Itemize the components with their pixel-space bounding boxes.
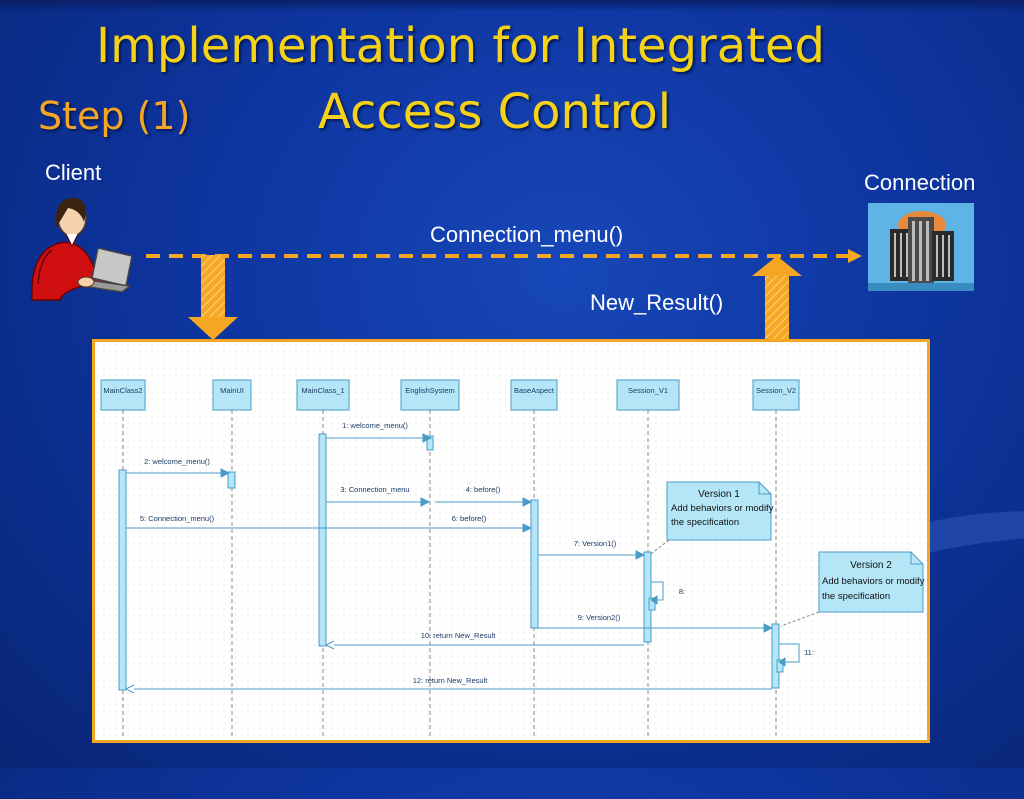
up-block-arrow — [752, 256, 802, 340]
svg-text:the specification: the specification — [671, 517, 739, 528]
server-building-icon — [868, 203, 974, 291]
client-label: Client — [45, 160, 102, 185]
message-label: 2: welcome_menu() — [144, 457, 210, 466]
message-label: 6: before() — [452, 514, 487, 523]
message-label: 3: Connection_menu — [340, 485, 409, 494]
connection-menu-call-label: Connection_menu() — [430, 222, 624, 247]
slide-arrows — [146, 249, 862, 340]
message-label: 9: Version2() — [578, 613, 621, 622]
note-version1: Version 1 Add behaviors or modify the sp… — [650, 481, 774, 555]
connection-arrowhead — [848, 249, 862, 263]
sequence-diagram-frame: MainClass2 MainUI MainClass_1 EnglishSys… — [92, 339, 930, 743]
lifeline-name: EnglishSystem — [405, 386, 455, 395]
message-label: 1: welcome_menu() — [342, 421, 408, 430]
lifeline-name: MainUI — [220, 386, 244, 395]
activation-bar — [426, 435, 434, 451]
message-label: 8: — [679, 587, 685, 596]
lifeline-name: Session_V2 — [756, 386, 796, 395]
client-person-icon — [31, 197, 133, 301]
svg-text:the specification: the specification — [822, 591, 890, 602]
lifeline-head-baseaspect — [510, 379, 558, 411]
lifeline-head-englishsystem — [400, 379, 460, 411]
message-label: 7: Version1() — [574, 539, 617, 548]
activation-bar — [227, 471, 236, 489]
message-label: 4: before() — [466, 485, 501, 494]
lifeline-name: MainClass_1 — [301, 386, 344, 395]
lifeline-head-mainclass2 — [100, 379, 146, 411]
step-label: Step (1) — [38, 94, 191, 138]
top-shadow-bar — [0, 0, 1024, 12]
note-version2: Version 2 Add behaviors or modify the sp… — [780, 551, 925, 627]
svg-text:Add behaviors or modify: Add behaviors or modify — [822, 576, 925, 587]
message-label: 10: return New_Result — [421, 631, 497, 640]
activation-bar — [118, 469, 127, 691]
message-label: 12: return New_Result — [413, 676, 489, 685]
message-label: 11: — [804, 648, 814, 657]
svg-text:Version 1: Version 1 — [698, 489, 740, 500]
new-result-call-label: New_Result() — [590, 290, 724, 315]
lifeline-head-session-v1 — [616, 379, 680, 411]
lifeline-head-mainclass1 — [296, 379, 350, 411]
lifeline-name: Session_V1 — [628, 386, 668, 395]
lifeline-name: MainClass2 — [103, 386, 142, 395]
svg-text:Add behaviors or modify: Add behaviors or modify — [671, 503, 774, 514]
slide-title-line1: Implementation for Integrated — [96, 18, 826, 74]
message-label: 5: Connection_menu() — [140, 514, 215, 523]
connection-label: Connection — [864, 170, 976, 195]
activation-bar — [643, 551, 652, 643]
lifeline-head-session-v2 — [752, 379, 800, 411]
svg-text:Version 2: Version 2 — [850, 560, 892, 571]
activation-bar — [318, 433, 327, 647]
activation-bar — [530, 499, 539, 629]
lifeline-head-mainui — [212, 379, 252, 411]
activation-bar — [648, 597, 656, 611]
down-block-arrow — [188, 255, 238, 340]
activation-bar — [776, 659, 784, 673]
slide-title-line2: Access Control — [318, 84, 672, 140]
sequence-diagram: MainClass2 MainUI MainClass_1 EnglishSys… — [100, 379, 925, 738]
lifeline-name: BaseAspect — [514, 386, 555, 395]
activation-bar — [771, 623, 780, 689]
